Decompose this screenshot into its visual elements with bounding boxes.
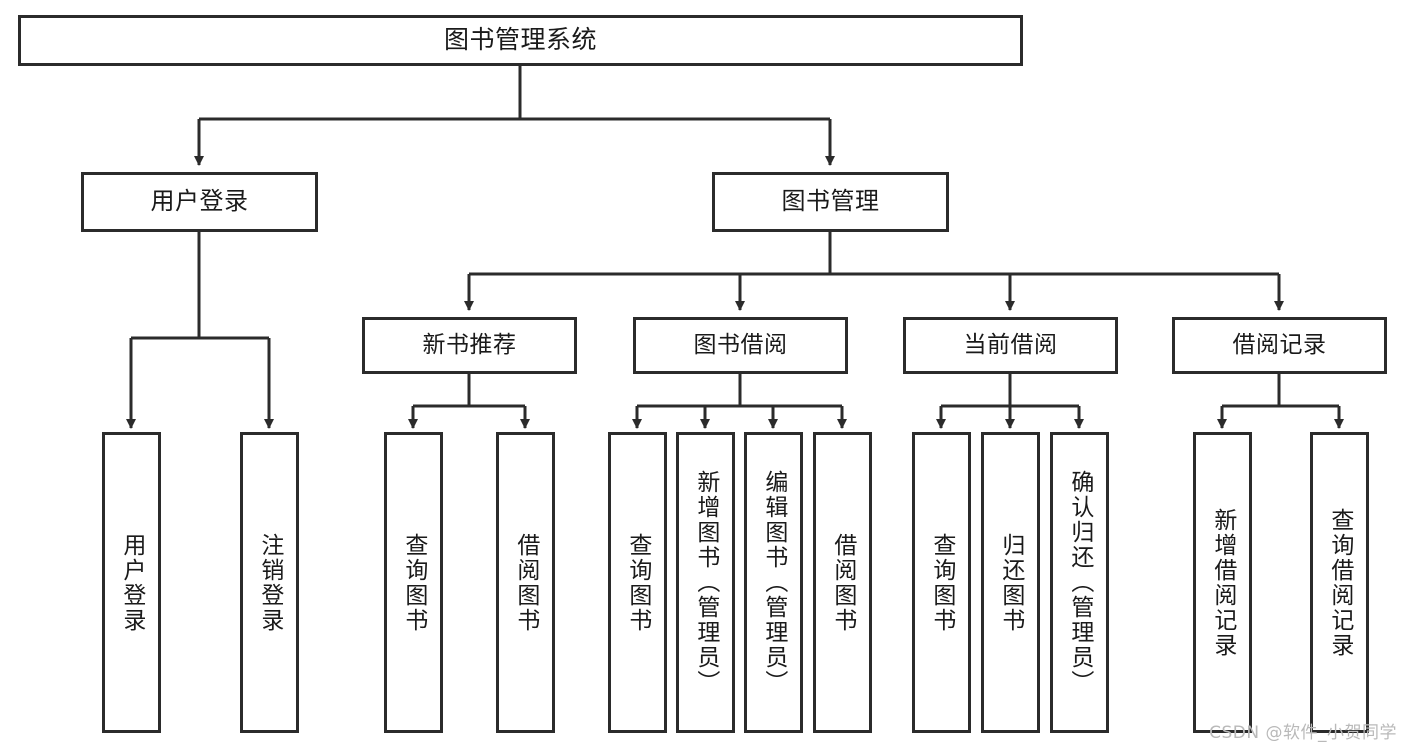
leaf-query-book-1[interactable]: 查询图书 xyxy=(384,432,443,733)
leaf-confirm-return[interactable]: 确认归还（管理员） xyxy=(1050,432,1109,733)
node-new-book-recommend[interactable]: 新书推荐 xyxy=(362,317,577,374)
leaf-query-book-3[interactable]: 查询图书 xyxy=(912,432,971,733)
node-label: 新增借阅记录 xyxy=(1209,507,1236,658)
node-label: 新书推荐 xyxy=(422,332,517,359)
node-current-borrow[interactable]: 当前借阅 xyxy=(903,317,1118,374)
node-label: 借阅记录 xyxy=(1232,332,1327,359)
leaf-add-record[interactable]: 新增借阅记录 xyxy=(1193,432,1252,733)
node-label: 借阅图书 xyxy=(829,532,856,633)
node-label: 编辑图书（管理员） xyxy=(760,470,787,695)
watermark: CSDN @软件_小贺同学 xyxy=(1209,723,1397,743)
node-label: 归还图书 xyxy=(997,532,1024,633)
leaf-return-book[interactable]: 归还图书 xyxy=(981,432,1040,733)
leaf-logout[interactable]: 注销登录 xyxy=(240,432,299,733)
node-label: 用户登录 xyxy=(150,187,249,216)
node-borrow-record[interactable]: 借阅记录 xyxy=(1172,317,1387,374)
node-root-system[interactable]: 图书管理系统 xyxy=(18,15,1023,66)
node-label: 借阅图书 xyxy=(512,532,539,633)
node-label: 查询借阅记录 xyxy=(1326,507,1353,658)
node-book-borrow[interactable]: 图书借阅 xyxy=(633,317,848,374)
node-label: 当前借阅 xyxy=(963,332,1058,359)
leaf-add-book[interactable]: 新增图书（管理员） xyxy=(676,432,735,733)
leaf-query-book-2[interactable]: 查询图书 xyxy=(608,432,667,733)
node-label: 图书借阅 xyxy=(693,332,788,359)
leaf-borrow-book-2[interactable]: 借阅图书 xyxy=(813,432,872,733)
node-label: 确认归还（管理员） xyxy=(1066,470,1093,695)
node-user-login[interactable]: 用户登录 xyxy=(81,172,318,232)
node-label: 查询图书 xyxy=(400,532,427,633)
leaf-user-login[interactable]: 用户登录 xyxy=(102,432,161,733)
leaf-borrow-book-1[interactable]: 借阅图书 xyxy=(496,432,555,733)
leaf-query-record[interactable]: 查询借阅记录 xyxy=(1310,432,1369,733)
node-label: 图书管理系统 xyxy=(443,25,597,55)
node-book-manage[interactable]: 图书管理 xyxy=(712,172,949,232)
node-label: 图书管理 xyxy=(781,187,880,216)
node-label: 查询图书 xyxy=(928,532,955,633)
node-label: 查询图书 xyxy=(624,532,651,633)
leaf-edit-book[interactable]: 编辑图书（管理员） xyxy=(744,432,803,733)
node-label: 新增图书（管理员） xyxy=(692,470,719,695)
node-label: 用户登录 xyxy=(118,532,145,633)
node-label: 注销登录 xyxy=(256,532,283,633)
